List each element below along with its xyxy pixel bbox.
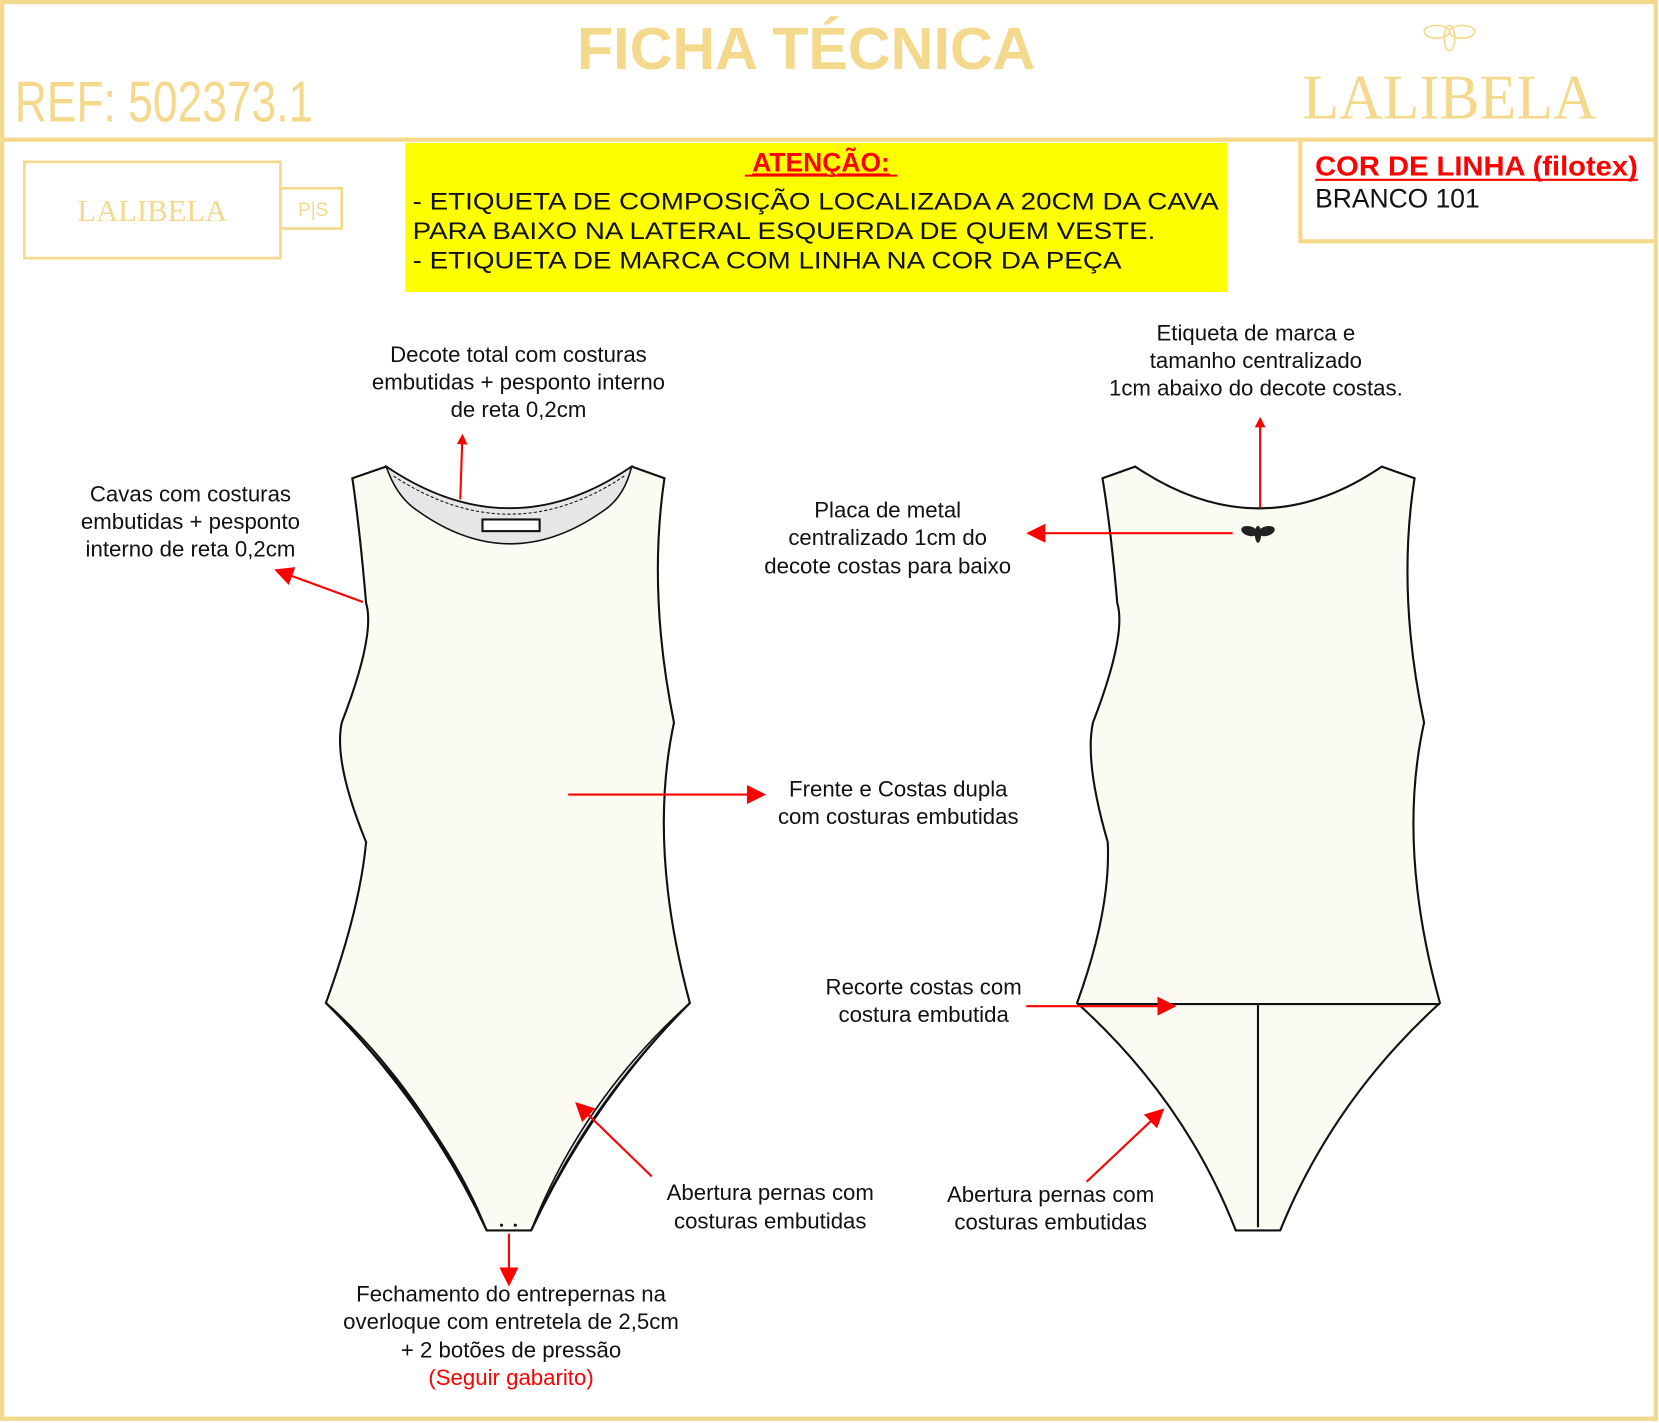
snap-button-icon <box>499 1223 504 1227</box>
note-line: tamanho centralizado <box>1150 348 1362 373</box>
attention-box <box>405 142 1228 293</box>
thread-color-box <box>1298 141 1655 244</box>
note-line: Decote total com costuras <box>390 342 647 367</box>
page-title: FICHA TÉCNICA <box>577 15 1036 82</box>
back-garment-drawing <box>1075 465 1442 1232</box>
neckline-note: Decote total com costuras embutidas + pe… <box>372 342 665 422</box>
note-line: Cavas com costuras <box>90 481 291 506</box>
back-seam-note: Recorte costas com costura embutida <box>826 975 1022 1028</box>
metal-plate-bee-icon <box>1241 525 1275 543</box>
armhole-arrow <box>274 567 364 603</box>
note-line: Frente e Costas dupla <box>789 777 1008 802</box>
front-garment-drawing <box>324 464 692 1232</box>
attention-line-1: - ETIQUETA DE COMPOSIÇÃO LOCALIZADA A 20… <box>413 188 1219 215</box>
note-line: costura embutida <box>838 1002 1009 1027</box>
note-line: de reta 0,2cm <box>451 397 587 422</box>
label-tag-size: P|S <box>298 200 328 221</box>
metal-plate-note: Placa de metal centralizado 1cm do decot… <box>764 497 1011 578</box>
note-line: Abertura pernas com <box>947 1182 1154 1207</box>
note-line: + 2 botões de pressão <box>401 1337 621 1362</box>
crotch-template-note: (Seguir gabarito) <box>428 1365 593 1390</box>
note-line: com costuras embutidas <box>778 804 1019 829</box>
front-back-note: Frente e Costas dupla com costuras embut… <box>778 777 1019 830</box>
thread-color-title: COR DE LINHA (filotex) <box>1315 151 1638 182</box>
note-line: costuras embutidas <box>674 1208 867 1233</box>
armhole-note: Cavas com costuras embutidas + pesponto … <box>81 481 300 561</box>
bee-logo-icon <box>1423 24 1476 52</box>
note-line: Etiqueta de marca e <box>1157 321 1356 346</box>
note-line: Placa de metal <box>814 497 961 522</box>
attention-title: ATENÇÃO: <box>752 147 890 177</box>
note-line: Fechamento do entrepernas na <box>356 1281 666 1306</box>
note-line: overloque com entretela de 2,5cm <box>343 1309 679 1334</box>
brand-logo: LALIBELA <box>1302 61 1596 132</box>
neckline-arrow <box>456 433 468 500</box>
note-line: costuras embutidas <box>954 1209 1147 1234</box>
snap-button-icon <box>513 1223 517 1227</box>
note-line: centralizado 1cm do <box>788 525 987 550</box>
brand-label-note: Etiqueta de marca e tamanho centralizado… <box>1109 321 1403 401</box>
note-line: 1cm abaixo do decote costas. <box>1109 376 1403 401</box>
leg-front-note: Abertura pernas com costuras embutidas <box>667 1180 874 1234</box>
size-tag <box>279 187 344 230</box>
attention-line-3: - ETIQUETA DE MARCA COM LINHA NA COR DA … <box>413 248 1122 275</box>
note-line: embutidas + pesponto <box>81 509 300 534</box>
leg-back-note: Abertura pernas com costuras embutidas <box>947 1182 1154 1235</box>
thread-color-value: BRANCO 101 <box>1315 183 1480 213</box>
attention-line-2: PARA BAIXO NA LATERAL ESQUERDA DE QUEM V… <box>413 218 1156 245</box>
note-line: embutidas + pesponto interno <box>372 369 665 394</box>
label-tag-brand: LALIBELA <box>77 194 227 228</box>
front-label-mark <box>481 518 541 533</box>
leg-front-arrow <box>575 1102 653 1178</box>
leg-back-arrow <box>1085 1108 1165 1183</box>
note-line: Abertura pernas com <box>667 1180 874 1205</box>
crotch-note: Fechamento do entrepernas na overloque c… <box>343 1281 679 1390</box>
reference-number: REF: 502373.1 <box>15 71 313 135</box>
note-line: interno de reta 0,2cm <box>86 537 296 562</box>
note-line: Recorte costas com <box>826 975 1022 1000</box>
note-line: decote costas para baixo <box>764 553 1011 578</box>
